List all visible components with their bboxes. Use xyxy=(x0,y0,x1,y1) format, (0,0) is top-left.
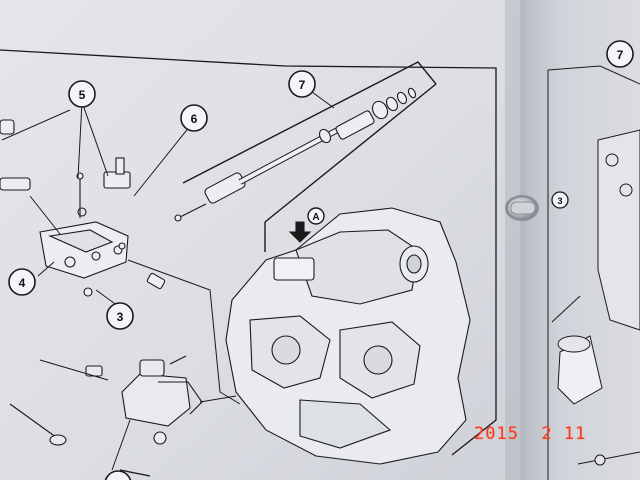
engine-drawing xyxy=(225,207,471,465)
page-gutter-shadow xyxy=(505,0,527,480)
callout-7: 7 xyxy=(288,70,316,98)
diagram-frame xyxy=(0,49,497,477)
callout-7-label: 7 xyxy=(299,78,306,92)
callout-bottom-partial xyxy=(104,470,132,480)
callout-6: 6 xyxy=(180,104,208,132)
shaft-assembly xyxy=(174,87,417,222)
right-callout-7: 7 xyxy=(606,40,634,68)
right-callout-3: 3 xyxy=(551,191,569,209)
right-callout-3-label: 3 xyxy=(557,196,562,206)
callout-4-label: 4 xyxy=(19,276,26,290)
parts-box-7 xyxy=(182,61,437,252)
callout-4: 4 xyxy=(8,268,36,296)
leader-lines xyxy=(1,91,335,471)
right-page-drawing xyxy=(547,65,640,480)
binding-ring xyxy=(505,195,539,221)
callout-a-label: A xyxy=(312,212,319,223)
callout-5: 5 xyxy=(68,80,96,108)
callout-a: A xyxy=(307,207,325,225)
callout-6-label: 6 xyxy=(191,112,198,126)
callout-5-label: 5 xyxy=(79,88,86,102)
callout-3-label: 3 xyxy=(117,310,124,324)
callout-3: 3 xyxy=(106,302,134,330)
pump-assembly xyxy=(9,355,203,446)
date-stamp: 2015 2 11 xyxy=(474,424,587,444)
right-callout-7-label: 7 xyxy=(617,48,624,62)
